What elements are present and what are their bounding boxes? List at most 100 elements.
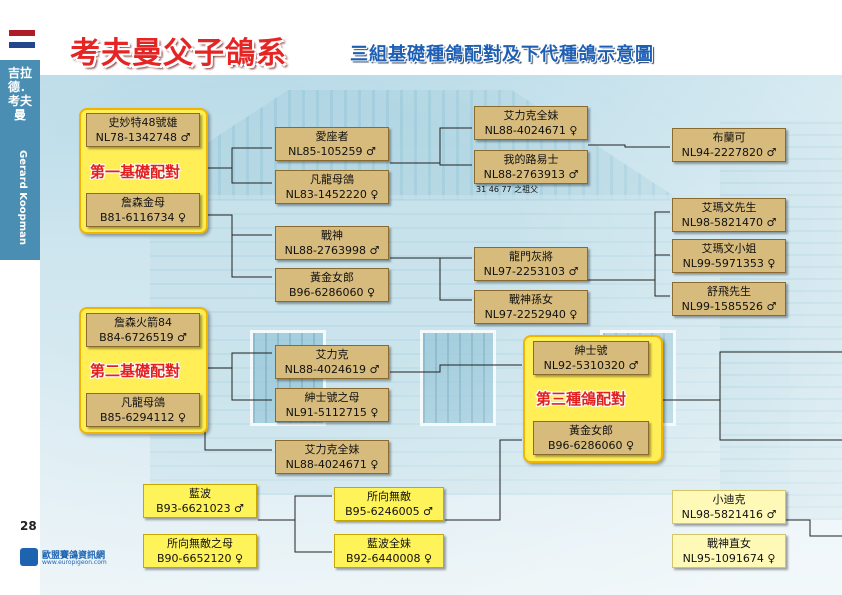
- pigeon-name: 戰神直女: [707, 537, 751, 550]
- pigeon-name: 所向無敵: [367, 490, 411, 503]
- pigeon-name: 舒飛先生: [707, 285, 751, 298]
- logo-name: 歐盟賽鴿資訊網: [42, 551, 106, 561]
- connector-d1d2: [588, 144, 670, 148]
- connector-y3y4: [445, 439, 522, 521]
- pigeon-card[interactable]: 舒飛先生 NL99-1585526 ♂: [672, 282, 786, 316]
- pigeon-ring: B95-6246005 ♂: [345, 505, 433, 518]
- pigeon-card[interactable]: 紳士號之母 NL91-5112715 ♀: [275, 388, 389, 422]
- pigeon-card[interactable]: 布蘭可 NL94-2227820 ♂: [672, 128, 786, 162]
- pigeon-name: 龍門灰將: [509, 250, 553, 263]
- pigeon-name: 藍波全妹: [367, 537, 411, 550]
- side-name-en: Gerard Koopman: [17, 150, 28, 245]
- page-title: 考夫曼父子鴿系: [70, 36, 287, 71]
- pigeon-ring: NL92-5310320 ♂: [543, 359, 639, 372]
- pigeon-card[interactable]: 艾力克全妹 NL88-4024671 ♀: [474, 106, 588, 140]
- pigeon-name: 詹森火箭84: [114, 316, 172, 329]
- pigeon-name: 黃金女郎: [569, 424, 613, 437]
- pigeon-name: 艾力克全妹: [304, 443, 360, 456]
- connector-c1c2: [390, 127, 472, 166]
- pigeon-ring: NL98-5821470 ♂: [681, 216, 777, 229]
- pigeon-name: 紳士號之母: [304, 391, 360, 404]
- pigeon-name: 艾力克全妹: [503, 109, 559, 122]
- side-name-cn: 吉拉德．考夫曼: [8, 66, 33, 122]
- pigeon-card[interactable]: 愛座者 NL85-105259 ♂: [275, 127, 389, 161]
- group-label: 第二基礎配對: [90, 362, 181, 380]
- pigeon-ring: B96-6286060 ♀: [547, 439, 635, 452]
- connector-c5c6: [390, 364, 522, 373]
- pigeon-ring: NL97-2253103 ♂: [483, 265, 579, 278]
- pigeon-card[interactable]: 凡龍母鴿 B85-6294112 ♀: [86, 393, 200, 427]
- pigeon-name: 所向無敵之母: [167, 537, 233, 550]
- pigeon-card[interactable]: 史妙特48號雄 NL78-1342748 ♂: [86, 113, 200, 147]
- pigeon-name: 小迪克: [712, 493, 746, 506]
- connector-d3d4: [588, 211, 670, 297]
- pigeon-name: 藍波: [189, 487, 211, 500]
- pigeon-ring: NL98-5821416 ♂: [681, 508, 777, 521]
- pigeon-name: 詹森金母: [121, 196, 165, 209]
- side-band: [0, 60, 40, 260]
- pigeon-card[interactable]: 詹森火箭84 B84-6726519 ♂: [86, 313, 200, 347]
- pigeon-ring: B85-6294112 ♀: [99, 411, 187, 424]
- connector-g1-top: [205, 147, 272, 184]
- pedigree-note: 31 46 77 之祖父: [476, 185, 539, 194]
- logo-url: www.europigeon.com: [42, 559, 107, 566]
- pigeon-card[interactable]: 我的路易士 NL88-2763913 ♂: [474, 150, 588, 184]
- connector-g3: [660, 351, 842, 441]
- pigeon-name: 艾力克: [315, 348, 349, 361]
- pigeon-card[interactable]: 藍波全妹 B92-6440008 ♀: [334, 534, 444, 568]
- pigeon-ring: B84-6726519 ♂: [99, 331, 187, 344]
- pigeon-card[interactable]: 所向無敵 B95-6246005 ♂: [334, 487, 444, 521]
- pigeon-ring: NL91-5112715 ♀: [285, 406, 379, 419]
- pigeon-card[interactable]: 戰神 NL88-2763998 ♂: [275, 226, 389, 260]
- pigeon-card[interactable]: 小迪克 NL98-5821416 ♂: [672, 490, 786, 524]
- pigeon-card[interactable]: 艾力克全妹 NL88-4024671 ♀: [275, 440, 389, 474]
- pigeon-ring: B90-6652120 ♀: [156, 552, 244, 565]
- pigeon-card[interactable]: 戰神孫女 NL97-2252940 ♀: [474, 290, 588, 324]
- pigeon-name: 艾瑪文先生: [701, 201, 757, 214]
- pigeon-card[interactable]: 戰神直女 NL95-1091674 ♀: [672, 534, 786, 568]
- page-number: 28: [20, 519, 37, 533]
- pigeon-ring: NL88-2763913 ♂: [483, 168, 579, 181]
- pigeon-ring: NL78-1342748 ♂: [95, 131, 191, 144]
- pigeon-name: 凡龍母鴿: [121, 396, 165, 409]
- pigeon-name: 紳士號: [574, 344, 608, 357]
- pigeon-card[interactable]: 艾瑪文小姐 NL99-5971353 ♀: [672, 239, 786, 273]
- pigeon-card[interactable]: 所向無敵之母 B90-6652120 ♀: [143, 534, 257, 568]
- europigeon-logo: 歐盟賽鴿資訊網 www.europigeon.com: [20, 548, 120, 568]
- pigeon-name: 戰神孫女: [509, 293, 553, 306]
- pigeon-ring: NL95-1091674 ♀: [682, 552, 776, 565]
- pigeon-name: 我的路易士: [503, 153, 559, 166]
- pigeon-ring: NL83-1452220 ♀: [285, 188, 379, 201]
- pigeon-card[interactable]: 艾瑪文先生 NL98-5821470 ♂: [672, 198, 786, 232]
- pigeon-ring: B81-6116734 ♀: [99, 211, 187, 224]
- pigeon-name: 戰神: [321, 229, 343, 242]
- pigeon-ring: B92-6440008 ♀: [345, 552, 433, 565]
- logo-mark-icon: [20, 548, 38, 566]
- pigeon-card[interactable]: 詹森金母 B81-6116734 ♀: [86, 193, 200, 227]
- pigeon-ring: NL88-4024619 ♂: [284, 363, 380, 376]
- pigeon-ring: NL97-2252940 ♀: [484, 308, 578, 321]
- connector-g1-bottom: [205, 214, 272, 278]
- pigeon-card[interactable]: 紳士號 NL92-5310320 ♂: [533, 341, 649, 375]
- pigeon-name: 凡龍母鴿: [310, 173, 354, 186]
- connector-r1r2: [785, 519, 842, 537]
- pigeon-name: 史妙特48號雄: [108, 116, 178, 129]
- connector-y1y2: [258, 495, 332, 553]
- pigeon-name: 愛座者: [315, 130, 349, 143]
- pigeon-card[interactable]: 黃金女郎 B96-6286060 ♀: [275, 268, 389, 302]
- pigeon-card[interactable]: 艾力克 NL88-4024619 ♂: [275, 345, 389, 379]
- group-label: 第三種鴿配對: [536, 390, 627, 408]
- page-subtitle: 三組基礎種鴿配對及下代種鴿示意圖: [350, 44, 654, 65]
- pigeon-ring: NL88-4024671 ♀: [484, 124, 578, 137]
- pigeon-card[interactable]: 龍門灰將 NL97-2253103 ♂: [474, 247, 588, 281]
- connector-g2-top: [205, 352, 272, 401]
- connector-c3c4: [390, 257, 472, 301]
- connector-g2-bottom: [204, 368, 272, 451]
- pigeon-name: 黃金女郎: [310, 271, 354, 284]
- group-label: 第一基礎配對: [90, 163, 181, 181]
- netherlands-flag-icon: [9, 30, 35, 48]
- pigeon-card[interactable]: 黃金女郎 B96-6286060 ♀: [533, 421, 649, 455]
- pigeon-ring: B93-6621023 ♂: [156, 502, 244, 515]
- pigeon-card[interactable]: 藍波 B93-6621023 ♂: [143, 484, 257, 518]
- pigeon-card[interactable]: 凡龍母鴿 NL83-1452220 ♀: [275, 170, 389, 204]
